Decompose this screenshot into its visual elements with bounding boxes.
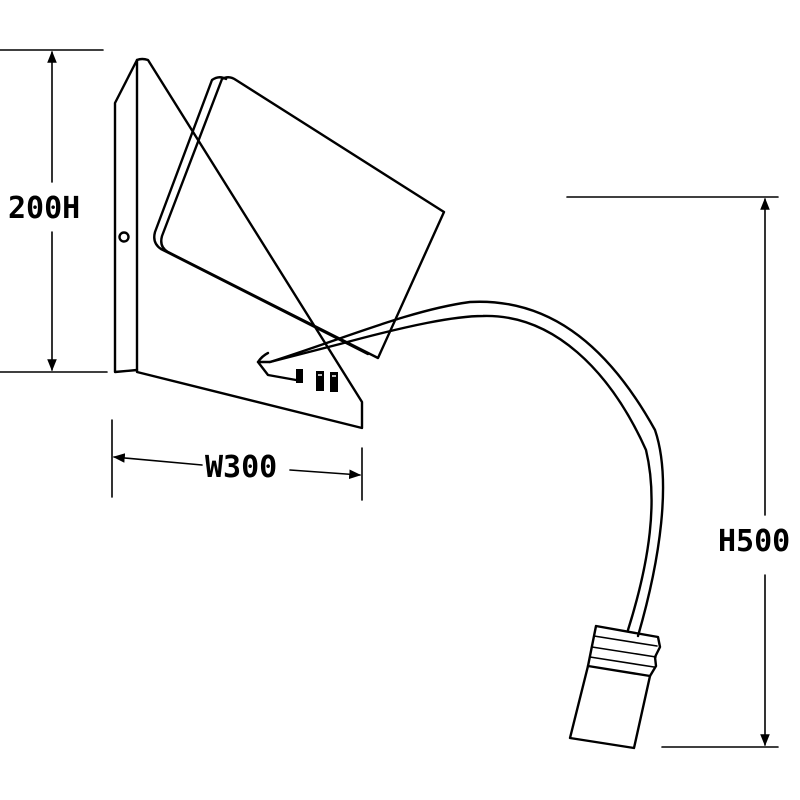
width-label: W300 bbox=[205, 450, 277, 485]
shade-outer-outline bbox=[153, 76, 370, 356]
wall-plate bbox=[113, 57, 364, 430]
switch-icon bbox=[296, 369, 303, 383]
gooseneck-arm bbox=[256, 300, 665, 638]
arm-height-dimension: H500 bbox=[566, 196, 790, 748]
spot-body bbox=[568, 664, 652, 750]
mounting-hole-icon bbox=[118, 231, 130, 243]
arm-height-label: H500 bbox=[718, 524, 790, 559]
collar-ring-2 bbox=[591, 646, 657, 658]
wall-plate-front bbox=[135, 57, 364, 430]
usb-port-right-icon bbox=[330, 372, 338, 392]
collar-ring-3 bbox=[589, 656, 655, 668]
width-arrow-right bbox=[289, 469, 362, 480]
usb-port-left-icon bbox=[316, 371, 324, 391]
control-module bbox=[256, 360, 338, 392]
arm-upper-edge bbox=[256, 300, 665, 638]
wall-plate-side bbox=[113, 58, 139, 374]
collar-ring-1 bbox=[593, 635, 658, 647]
width-dimension: W300 bbox=[111, 419, 363, 501]
arm-lower-edge bbox=[268, 314, 653, 632]
shade-inner-outline bbox=[160, 76, 446, 360]
lamp-shade bbox=[153, 76, 446, 360]
height-label: 200H bbox=[8, 191, 80, 226]
height-dimension: 200H bbox=[0, 49, 108, 373]
spot-collar bbox=[586, 624, 662, 678]
spotlight-head bbox=[568, 624, 662, 750]
width-arrow-left bbox=[112, 453, 203, 466]
module-lip bbox=[256, 360, 298, 382]
